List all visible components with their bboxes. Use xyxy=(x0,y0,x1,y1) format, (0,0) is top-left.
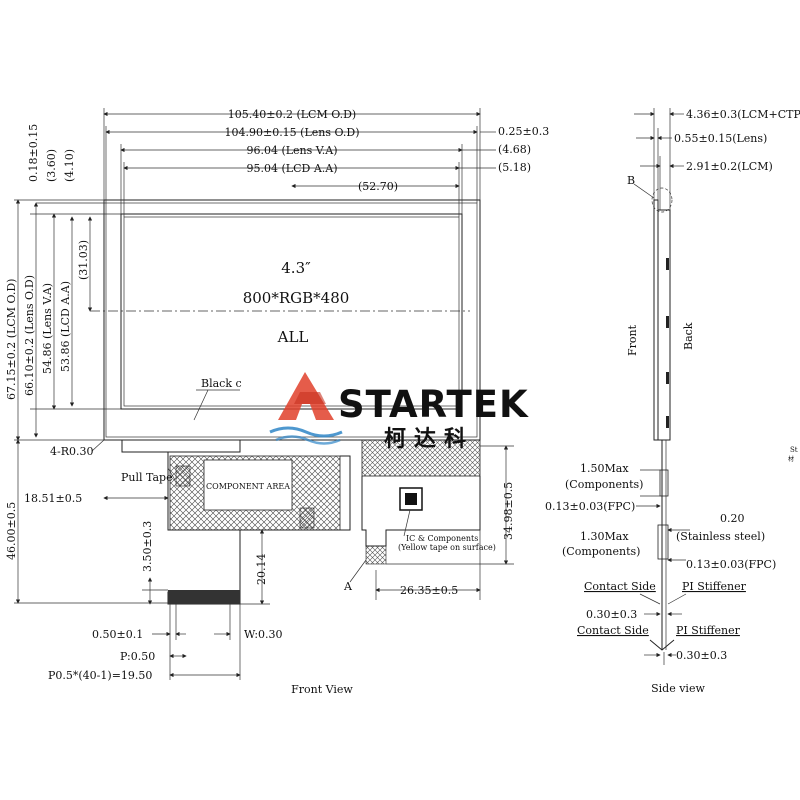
max130-label: 1.30Max xyxy=(580,530,629,543)
components1-label: (Components) xyxy=(565,478,643,491)
fpc2-label: 0.13±0.03(FPC) xyxy=(686,558,776,571)
resolution-label: 800*RGB*480 xyxy=(243,289,350,307)
ic-components-label: IC & Components xyxy=(406,534,478,543)
d030a-label: 0.30±0.3 xyxy=(586,608,637,621)
all-label: ALL xyxy=(277,328,309,346)
fpc-pins xyxy=(168,590,240,604)
lcm-side xyxy=(657,209,671,441)
dim-lcm-od-width: 105.40±0.2 (LCM O.D) xyxy=(228,108,356,121)
side-view-title: Side view xyxy=(651,682,705,695)
lcm-outline xyxy=(103,199,481,441)
side-view: 4.36±0.3(LCM+CTP) 0.55±0.15(Lens) 2.91±0… xyxy=(545,108,800,695)
lens-side xyxy=(653,199,659,441)
dim-1851: 18.51±0.5 xyxy=(24,492,82,505)
dim-p050: P:0.50 xyxy=(120,650,155,663)
dim-lcd-aa-height: 53.86 (LCD A.A) xyxy=(59,281,72,372)
dim-2635: 26.35±0.5 xyxy=(400,584,458,597)
lcd-active-area xyxy=(123,216,460,407)
pi2-label: PI Stiffener xyxy=(676,624,741,637)
front-side-label: Front xyxy=(626,324,639,356)
size-label: 4.3″ xyxy=(281,259,311,277)
dim-360: (3.60) xyxy=(45,149,58,182)
dim-lens-va-width: 96.04 (Lens V.A) xyxy=(246,144,337,157)
startek-logo: STARTEK 柯达科 xyxy=(269,372,529,452)
dim-410: (4.10) xyxy=(63,149,76,182)
dim-lens-va-height: 54.86 (Lens V.A) xyxy=(41,283,54,374)
dim-pitch: P0.5*(40-1)=19.50 xyxy=(48,669,152,682)
dim-lens-od-height: 66.10±0.2 (Lens O.D) xyxy=(23,275,36,396)
cropped-mark: St xyxy=(790,446,798,454)
steel-label: (Stainless steel) xyxy=(676,530,765,543)
contact2-label: Contact Side xyxy=(577,624,649,637)
yellow-tape-label: (Yellow tape on surface) xyxy=(398,543,496,552)
pi1-label: PI Stiffener xyxy=(682,580,747,593)
dim-lcm-od-height: 67.15±0.2 (LCM O.D) xyxy=(5,279,18,400)
dim-350: 3.50±0.3 xyxy=(141,521,154,572)
dim-half-width: (52.70) xyxy=(358,180,398,193)
dim-3498: 34.98±0.5 xyxy=(502,482,515,540)
dim-offset-468: (4.68) xyxy=(498,143,531,156)
dim-018: 0.18±0.15 xyxy=(27,124,40,182)
ic-chip xyxy=(399,487,423,511)
dim-2014: 20.14 xyxy=(255,554,268,586)
dim-half-height: (31.03) xyxy=(77,240,90,280)
dim-050: 0.50±0.1 xyxy=(92,628,143,641)
lens-view-area xyxy=(120,213,463,410)
steel-value: 0.20 xyxy=(720,512,745,525)
dim-offset-518: (5.18) xyxy=(498,161,531,174)
component-area-label: COMPONENT AREA xyxy=(206,482,290,491)
dim-w030: W:0.30 xyxy=(244,628,283,641)
logo-text: STARTEK xyxy=(338,383,529,426)
dim-offset-025: 0.25±0.3 xyxy=(498,125,549,138)
fpc1-label: 0.13±0.03(FPC) xyxy=(545,500,635,513)
corner-radius-label: 4-R0.30 xyxy=(50,445,94,458)
dim-lens-thk: 0.55±0.15(Lens) xyxy=(674,132,767,145)
front-view: 105.40±0.2 (LCM O.D) 104.90±0.15 (Lens O… xyxy=(5,108,549,696)
components2-label: (Components) xyxy=(562,545,640,558)
front-view-title: Front View xyxy=(291,683,353,696)
max150-label: 1.50Max xyxy=(580,462,629,475)
detail-a-label: A xyxy=(343,580,353,593)
pull-tape-label: Pull Tape xyxy=(121,471,173,484)
back-side-label: Back xyxy=(682,322,695,350)
contact1-label: Contact Side xyxy=(584,580,656,593)
dim-lcd-aa-width: 95.04 (LCD A.A) xyxy=(247,162,338,175)
logo-cn-text: 柯达科 xyxy=(384,426,474,452)
dim-lcm-ctp: 4.36±0.3(LCM+CTP) xyxy=(686,108,800,121)
black-label: Black c xyxy=(201,377,242,390)
dim-lcm-thk: 2.91±0.2(LCM) xyxy=(686,160,773,173)
dim-lens-od-width: 104.90±0.15 (Lens O.D) xyxy=(224,126,359,139)
svg-text:材: 材 xyxy=(788,455,794,463)
dim-4600: 46.00±0.5 xyxy=(5,502,18,560)
d030b-label: 0.30±0.3 xyxy=(676,649,727,662)
detail-b-label: B xyxy=(627,174,635,187)
